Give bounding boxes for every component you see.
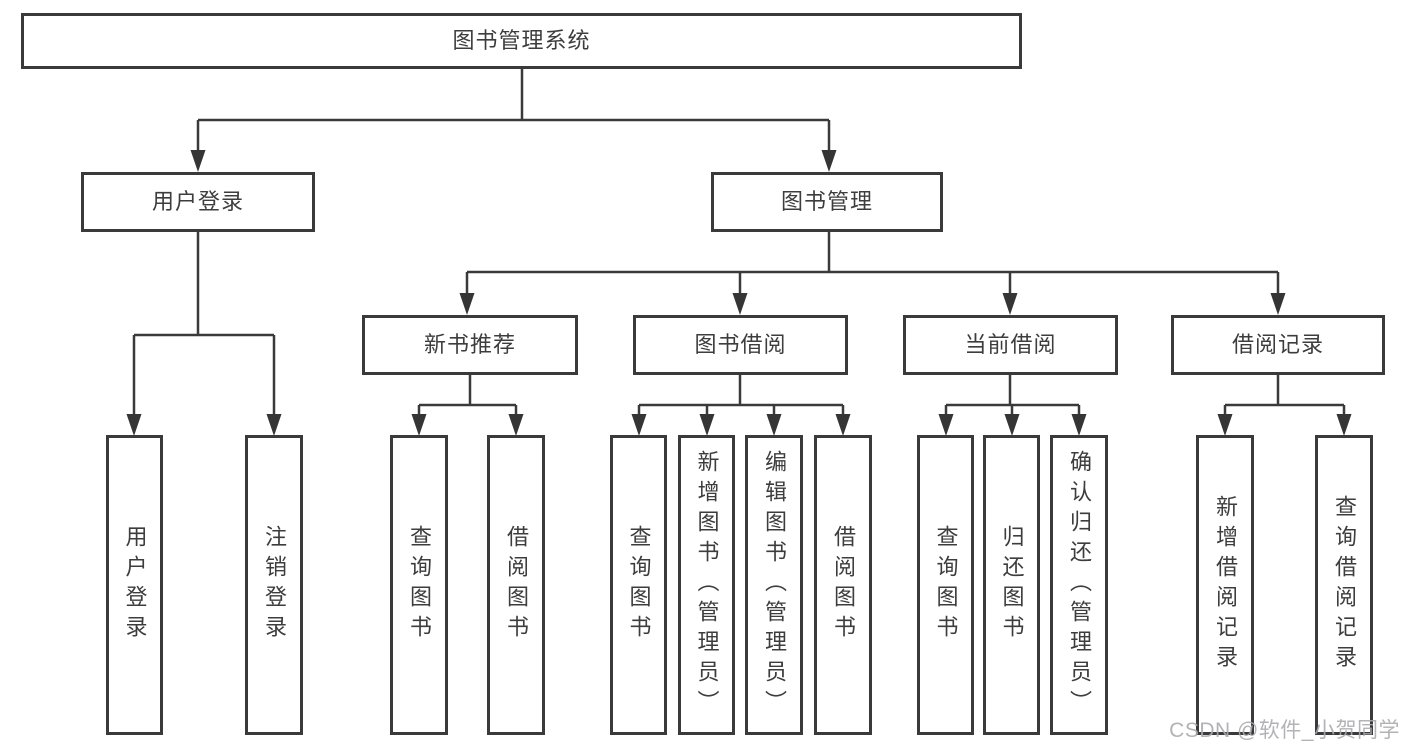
node-label: 用户登录 [151, 189, 244, 214]
node-label: 用户登录 [122, 525, 148, 645]
node-user-login: 用户登录 [81, 172, 315, 232]
leaf-borrow-books-recommend: 借阅图书 [487, 435, 545, 735]
node-label: 当前借阅 [964, 332, 1057, 357]
node-new-book-recommend: 新书推荐 [362, 315, 578, 375]
node-root: 图书管理系统 [21, 13, 1022, 69]
node-label: 确认归还（管理员） [1067, 450, 1092, 720]
node-label: 图书借阅 [694, 332, 787, 357]
leaf-query-books-borrow: 查询图书 [610, 435, 667, 735]
node-label: 图书管理系统 [452, 28, 591, 53]
node-current-borrow: 当前借阅 [903, 315, 1118, 375]
node-label: 归还图书 [999, 525, 1025, 645]
node-label: 注销登录 [262, 525, 287, 645]
node-label: 新书推荐 [423, 332, 516, 357]
node-label: 查询图书 [933, 525, 959, 645]
node-label: 编辑图书（管理员） [762, 450, 787, 720]
node-label: 图书管理 [780, 189, 873, 214]
leaf-logout: 注销登录 [245, 435, 303, 735]
node-label: 查询图书 [626, 525, 652, 645]
node-book-borrow: 图书借阅 [633, 315, 848, 375]
leaf-add-borrow-record: 新增借阅记录 [1196, 435, 1254, 735]
node-label: 借阅记录 [1231, 332, 1324, 357]
node-borrow-records: 借阅记录 [1171, 315, 1385, 375]
node-label: 新增借阅记录 [1213, 495, 1238, 675]
node-book-management: 图书管理 [711, 172, 943, 232]
leaf-user-login: 用户登录 [106, 435, 163, 735]
leaf-return-books: 归还图书 [983, 435, 1040, 735]
node-label: 查询借阅记录 [1332, 495, 1357, 675]
node-label: 借阅图书 [504, 525, 529, 645]
leaf-edit-book-admin: 编辑图书（管理员） [745, 435, 803, 735]
node-label: 新增图书（管理员） [694, 450, 720, 720]
node-label: 借阅图书 [831, 525, 856, 645]
leaf-borrow-books: 借阅图书 [814, 435, 872, 735]
node-label: 查询图书 [407, 525, 432, 645]
leaf-query-borrow-record: 查询借阅记录 [1315, 435, 1373, 735]
leaf-query-books-recommend: 查询图书 [390, 435, 448, 735]
leaf-add-book-admin: 新增图书（管理员） [678, 435, 735, 735]
leaf-query-books-current: 查询图书 [917, 435, 974, 735]
csdn-watermark: CSDN @软件_小贺同学 [1169, 719, 1400, 742]
leaf-confirm-return-admin: 确认归还（管理员） [1050, 435, 1108, 735]
